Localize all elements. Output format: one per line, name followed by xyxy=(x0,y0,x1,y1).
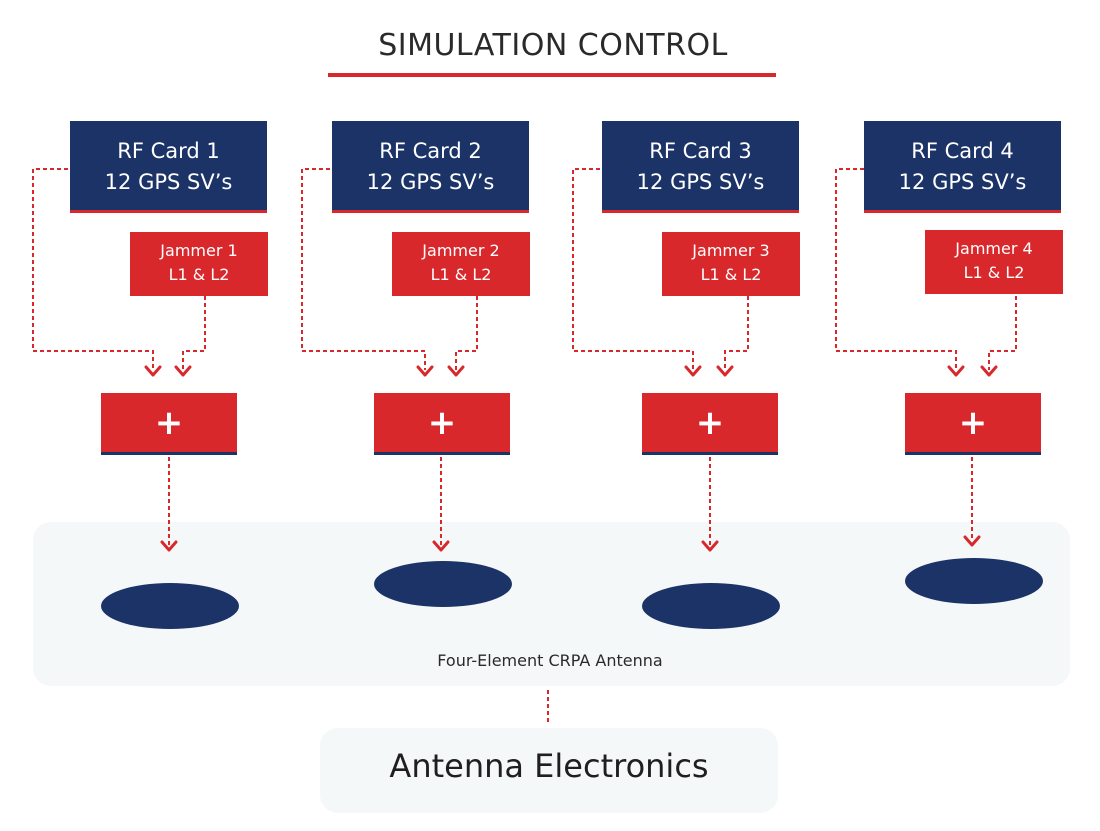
jammer1-to-combiner-line xyxy=(182,296,206,370)
rf-card-1-sv-count: 12 GPS SV’s xyxy=(104,170,233,194)
jammer-3-name: Jammer 3 xyxy=(692,241,770,260)
jammer-4-bands: L1 & L2 xyxy=(963,263,1025,282)
combiner-1: + xyxy=(101,393,237,455)
antenna-electronics-label: Antenna Electronics xyxy=(389,747,709,785)
rf-card-3-name: RF Card 3 xyxy=(649,139,752,163)
chevron-down-icon xyxy=(416,365,434,377)
crpa-antenna-label: Four-Element CRPA Antenna xyxy=(437,651,663,670)
jammer-4: Jammer 4 L1 & L2 xyxy=(925,230,1063,294)
jammer-3: Jammer 3 L1 & L2 xyxy=(662,232,800,296)
jammer-1-bands: L1 & L2 xyxy=(168,265,230,284)
rf-card-1: RF Card 1 12 GPS SV’s xyxy=(70,121,267,213)
antenna-element-1 xyxy=(101,583,239,629)
antenna-element-2 xyxy=(374,561,512,607)
page-title: SIMULATION CONTROL xyxy=(378,28,728,63)
chevron-down-icon xyxy=(432,540,450,552)
rf-card-4-name: RF Card 4 xyxy=(911,139,1014,163)
rf-card-2: RF Card 2 12 GPS SV’s xyxy=(332,121,529,213)
rf-card-3: RF Card 3 12 GPS SV’s xyxy=(602,121,799,213)
title-underline xyxy=(328,73,776,77)
jammer2-to-combiner-line xyxy=(455,296,478,370)
chevron-down-icon xyxy=(716,365,734,377)
chevron-down-icon xyxy=(447,365,465,377)
chevron-down-icon xyxy=(701,540,719,552)
combiner-3: + xyxy=(642,393,778,455)
jammer-3-bands: L1 & L2 xyxy=(700,265,762,284)
rf2-to-combiner-line xyxy=(301,168,426,370)
jammer4-to-combiner-line xyxy=(988,296,1017,370)
jammer-1-name: Jammer 1 xyxy=(160,241,238,260)
rf-card-1-name: RF Card 1 xyxy=(117,139,220,163)
antenna-electronics-panel xyxy=(320,728,778,813)
rf-card-2-name: RF Card 2 xyxy=(379,139,482,163)
chevron-down-icon xyxy=(144,365,162,377)
rf-card-3-sv-count: 12 GPS SV’s xyxy=(636,170,765,194)
rf-card-4: RF Card 4 12 GPS SV’s xyxy=(864,121,1061,213)
antenna-element-4 xyxy=(905,558,1043,604)
rf4-to-combiner-line xyxy=(835,168,957,370)
jammer3-to-combiner-line xyxy=(724,296,749,370)
jammer-2-bands: L1 & L2 xyxy=(430,265,492,284)
rf3-to-combiner-line xyxy=(572,168,694,370)
rf1-to-combiner-line xyxy=(32,168,154,370)
combiner-4: + xyxy=(905,393,1041,455)
jammer-2-name: Jammer 2 xyxy=(422,241,500,260)
jammer-1: Jammer 1 L1 & L2 xyxy=(130,232,268,296)
chevron-down-icon xyxy=(947,365,965,377)
chevron-down-icon xyxy=(684,365,702,377)
jammer-2: Jammer 2 L1 & L2 xyxy=(392,232,530,296)
chevron-down-icon xyxy=(160,540,178,552)
jammer-4-name: Jammer 4 xyxy=(955,239,1033,258)
chevron-down-icon xyxy=(980,365,998,377)
chevron-down-icon xyxy=(963,535,981,547)
rf-card-2-sv-count: 12 GPS SV’s xyxy=(366,170,495,194)
combiner-2: + xyxy=(374,393,510,455)
chevron-down-icon xyxy=(174,365,192,377)
rf-card-4-sv-count: 12 GPS SV’s xyxy=(898,170,1027,194)
antenna-element-3 xyxy=(642,583,780,629)
